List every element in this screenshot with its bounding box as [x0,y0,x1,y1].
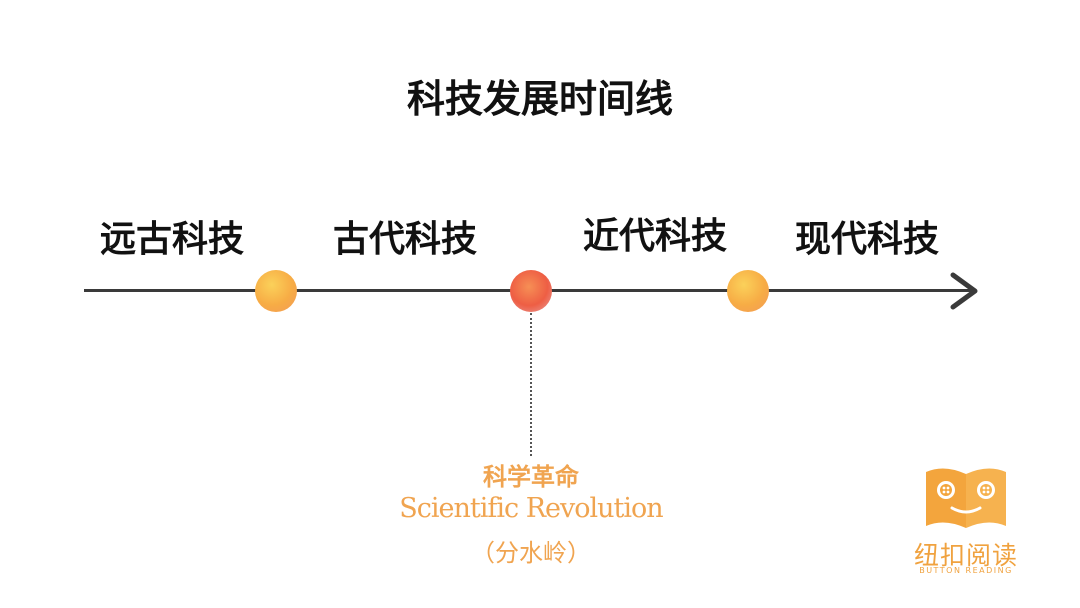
era-label-ancient: 古代科技 [333,219,478,260]
timeline-marker-1 [255,270,297,312]
annotation-connector [530,313,532,456]
brand-logo: 纽扣阅读 BUTTON READING [908,464,1024,580]
era-label-ancient-prehistoric: 远古科技 [100,219,245,260]
logo-subtext: BUTTON READING [919,566,1013,575]
arrowhead-icon [950,272,978,310]
open-book-face-icon [926,468,1006,528]
annotation-title-en: Scientific Revolution [399,493,663,524]
timeline-marker-3 [727,270,769,312]
page-title: 科技发展时间线 [406,77,673,121]
logo-text: 纽扣阅读 [913,541,1018,570]
era-label-early-modern: 近代科技 [583,216,728,257]
timeline-marker-scientific-revolution [510,270,552,312]
annotation-note: （分水岭） [471,539,591,567]
era-label-modern: 现代科技 [795,219,940,260]
annotation-title-zh: 科学革命 [483,463,579,491]
